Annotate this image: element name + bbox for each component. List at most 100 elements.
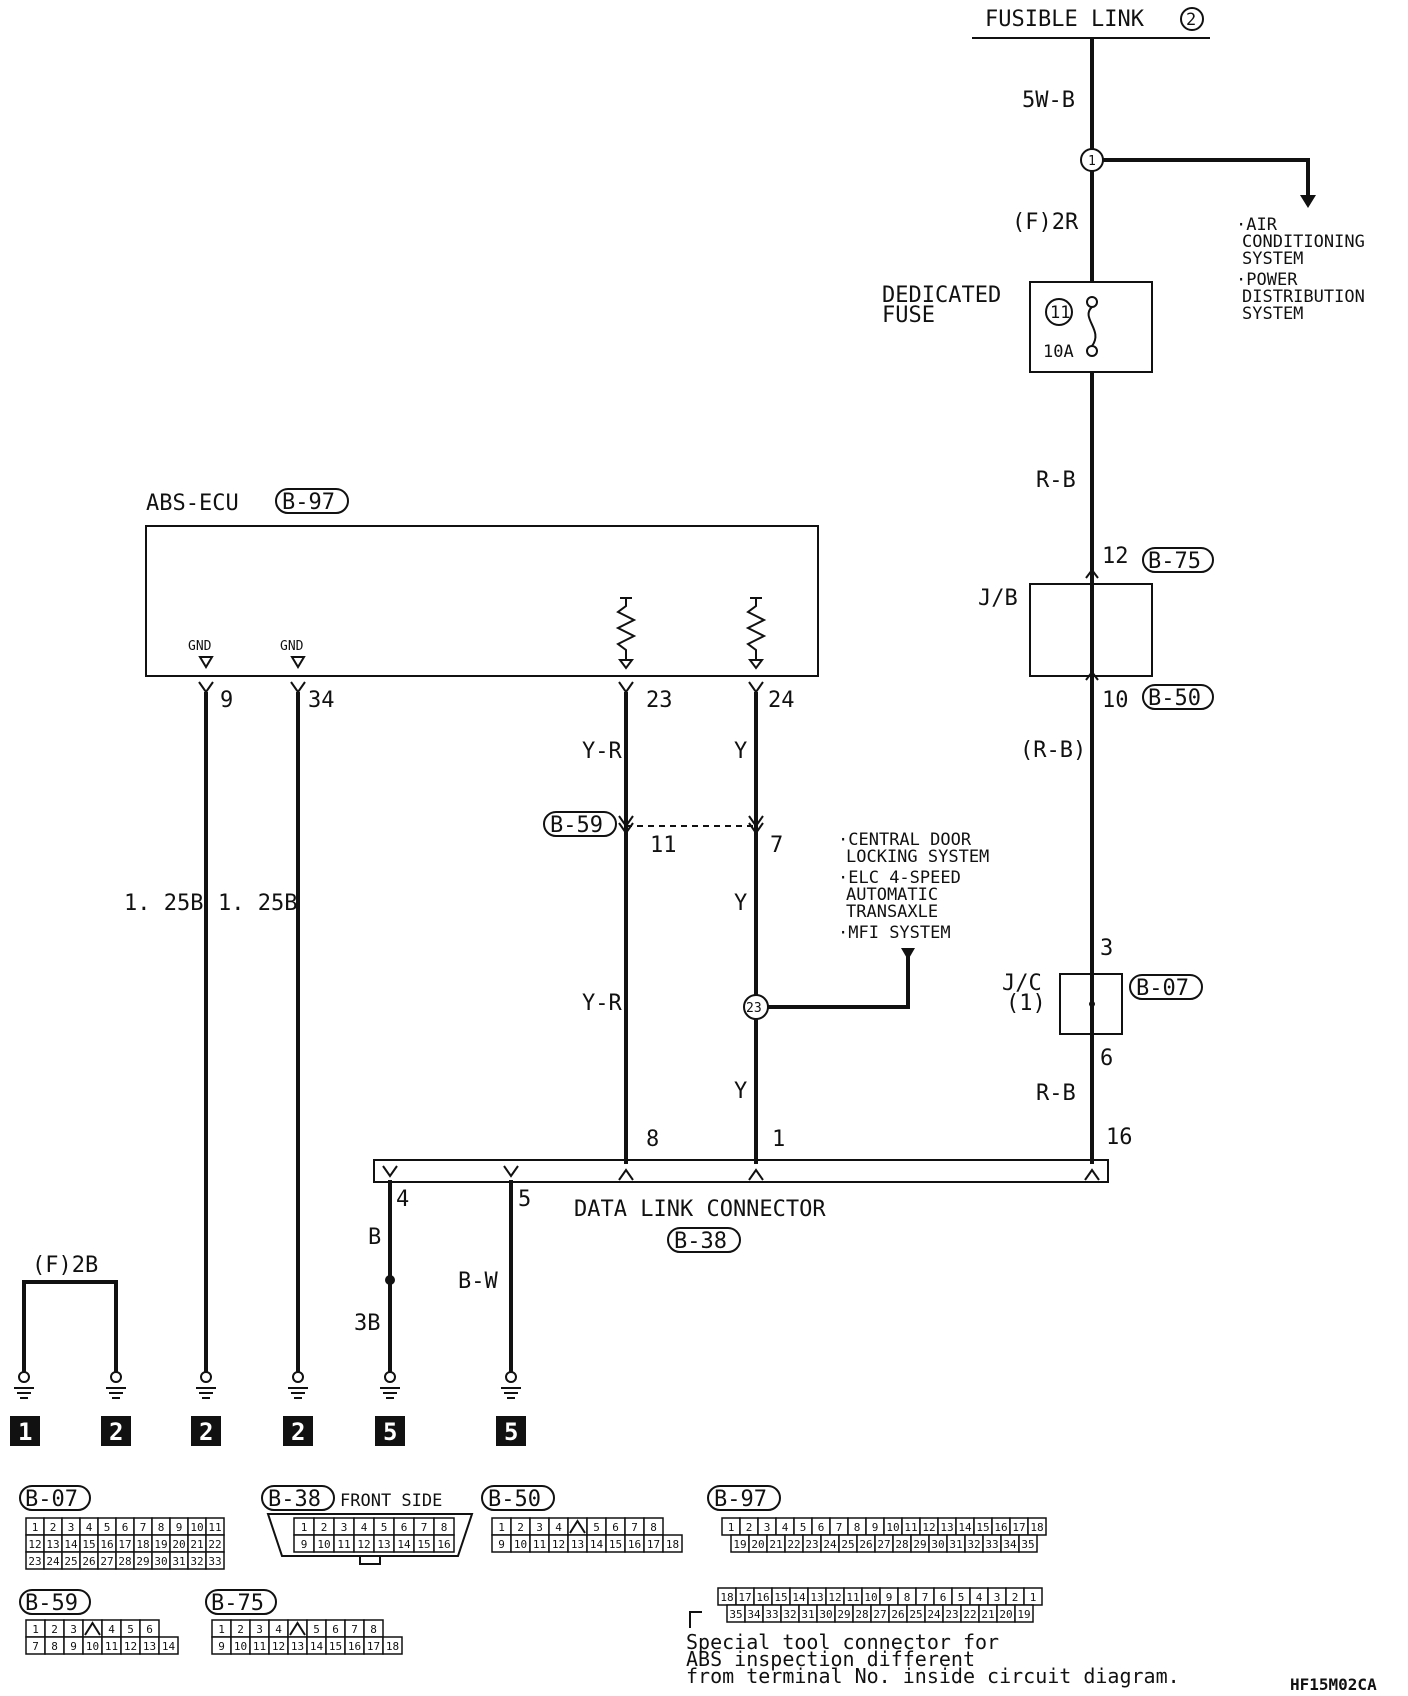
fusible-link-number: 2 [1186,10,1196,30]
conn-tag-b59-label: B-59 [550,813,603,838]
jb-terminal-top [1085,568,1099,579]
note-line-2: ABS inspection different [686,1647,975,1671]
b07_rows-pin-label: 28 [118,1555,131,1568]
special-tool-pointer [689,1611,702,1628]
b38_rows-pin-label: 15 [417,1538,430,1551]
fuse-terminal-bottom [1086,345,1098,357]
b50_rows-pin-label: 13 [571,1538,584,1551]
b97_rows-pin-label: 13 [940,1521,953,1534]
jc-label-2: (1) [1006,991,1046,1016]
b59-pin-7-terminal [748,815,764,828]
branch-sys-3: ·ELC 4-SPEED [838,868,961,888]
gnd-symbol-2 [290,656,306,669]
face-tag-b59 [19,1589,91,1615]
b97_rows-pin-label: 32 [967,1538,980,1551]
b75_rows-pin-label: 6 [332,1623,339,1636]
conn-tag-b50 [1142,684,1214,710]
b75_rows-pin-label: 1 [218,1623,225,1636]
b50_rows-pin-label: 8 [650,1521,657,1534]
face-tag-b75 [205,1589,277,1615]
b97_rows-pin-label: 25 [841,1538,854,1551]
b59_rows-pin-label: 6 [146,1623,153,1636]
b50_rows-pin-label: 9 [498,1538,505,1551]
b07_rows-pin-label: 18 [136,1538,149,1551]
b07_rows-pin-label: 12 [28,1538,41,1551]
b50_rows-pin-label: 6 [612,1521,619,1534]
b59_rows-pin-label: 2 [51,1623,58,1636]
ecu-pin-34: 34 [308,688,335,713]
branch-systems-arrow [901,948,915,960]
ground-badge-2c [283,1416,313,1446]
b75_rows-pin-label: 10 [234,1640,247,1653]
b97_rows-pin-label: 11 [904,1521,917,1534]
branch-sys-1: ·CENTRAL DOOR [838,830,972,850]
face-tag-b07-label: B-07 [25,1487,78,1512]
b59-pin-11: 11 [650,833,677,858]
data-link-connector-bar [373,1159,1109,1183]
gnd-label-1: GND [188,639,212,654]
b97_rows-pin-label: 20 [751,1538,764,1551]
dlc-pin-8-terminal [618,1168,634,1181]
b75_rows-pin-label: 8 [370,1623,377,1636]
b59_rows-key-mark [84,1621,101,1636]
b97_special_rows-pin-label: 7 [922,1591,929,1604]
b97_special_rows-pin-label: 18 [720,1591,733,1604]
wire-yr-label-1: Y-R [582,739,622,764]
b59_rows-cell [158,1636,179,1655]
jc-pin-bottom: 6 [1100,1046,1113,1071]
b97_special_rows-pin-label: 17 [738,1591,751,1604]
jb-terminal-mid [1085,670,1099,681]
wire-bw-label: B-W [458,1269,498,1294]
fusible-link-number-circle [1180,7,1204,31]
b97_special_rows-pin-label: 6 [940,1591,947,1604]
b07_rows-pin-label: 2 [50,1521,57,1534]
b38_rows-pin-label: 5 [381,1521,388,1534]
b75_rows-pin-label: 13 [291,1640,304,1653]
b97_rows-pin-label: 23 [805,1538,818,1551]
conn-tag-b38-label: B-38 [674,1229,727,1254]
dlc-pin-1: 1 [772,1127,785,1152]
b07_rows-pin-label: 9 [176,1521,183,1534]
ground-badge-5b-label: 5 [504,1418,518,1446]
ground-badge-2c-label: 2 [291,1418,305,1446]
b97_special_rows-pin-label: 27 [873,1608,886,1621]
b97_special_rows-pin-label: 5 [958,1591,965,1604]
dlc-pin-8: 8 [646,1127,659,1152]
face-tag-b50-label: B-50 [488,1487,541,1512]
b38_rows-pin-label: 4 [361,1521,368,1534]
b75_rows-pin-label: 9 [218,1640,225,1653]
b07_rows-pin-label: 23 [28,1555,41,1568]
b59_rows-pin-label: 9 [70,1640,77,1653]
note-line-1: Special tool connector for [686,1630,999,1654]
b75_rows-pin-label: 2 [237,1623,244,1636]
b59-pin-11-terminal-2 [618,822,634,835]
fuse-element [1087,306,1097,347]
ground-badge-2a [101,1416,131,1446]
b38-latch [359,1555,381,1565]
b59-pin-7-terminal-2 [748,822,764,835]
fuse-number: 11 [1050,303,1070,323]
wire-5wb-label: 5W-B [1022,88,1075,113]
b07_rows-pin-label: 14 [64,1538,78,1551]
b75_rows-pin-label: 16 [348,1640,361,1653]
b07_rows-pin-label: 16 [100,1538,113,1551]
wire-rb-label: R-B [1036,468,1076,493]
b97_special_rows-pin-label: 30 [819,1608,832,1621]
branch-sys-5: TRANSAXLE [846,902,938,922]
conn-tag-b75 [1142,547,1214,573]
b07_rows-pin-label: 4 [86,1521,93,1534]
b38_rows-pin-label: 12 [357,1538,370,1551]
b07_rows-cell [205,1551,225,1570]
dlc-title: DATA LINK CONNECTOR [574,1197,826,1222]
b59_rows-pin-label: 14 [162,1640,176,1653]
b38_rows-pin-label: 11 [337,1538,350,1551]
dlc-pin-16: 16 [1106,1125,1133,1150]
b97_rows-pin-label: 21 [769,1538,782,1551]
ground-badge-1-label: 1 [18,1418,32,1446]
b97_rows-pin-label: 22 [787,1538,800,1551]
ground-badge-5b [496,1416,526,1446]
b97_special_rows-pin-label: 22 [963,1608,976,1621]
